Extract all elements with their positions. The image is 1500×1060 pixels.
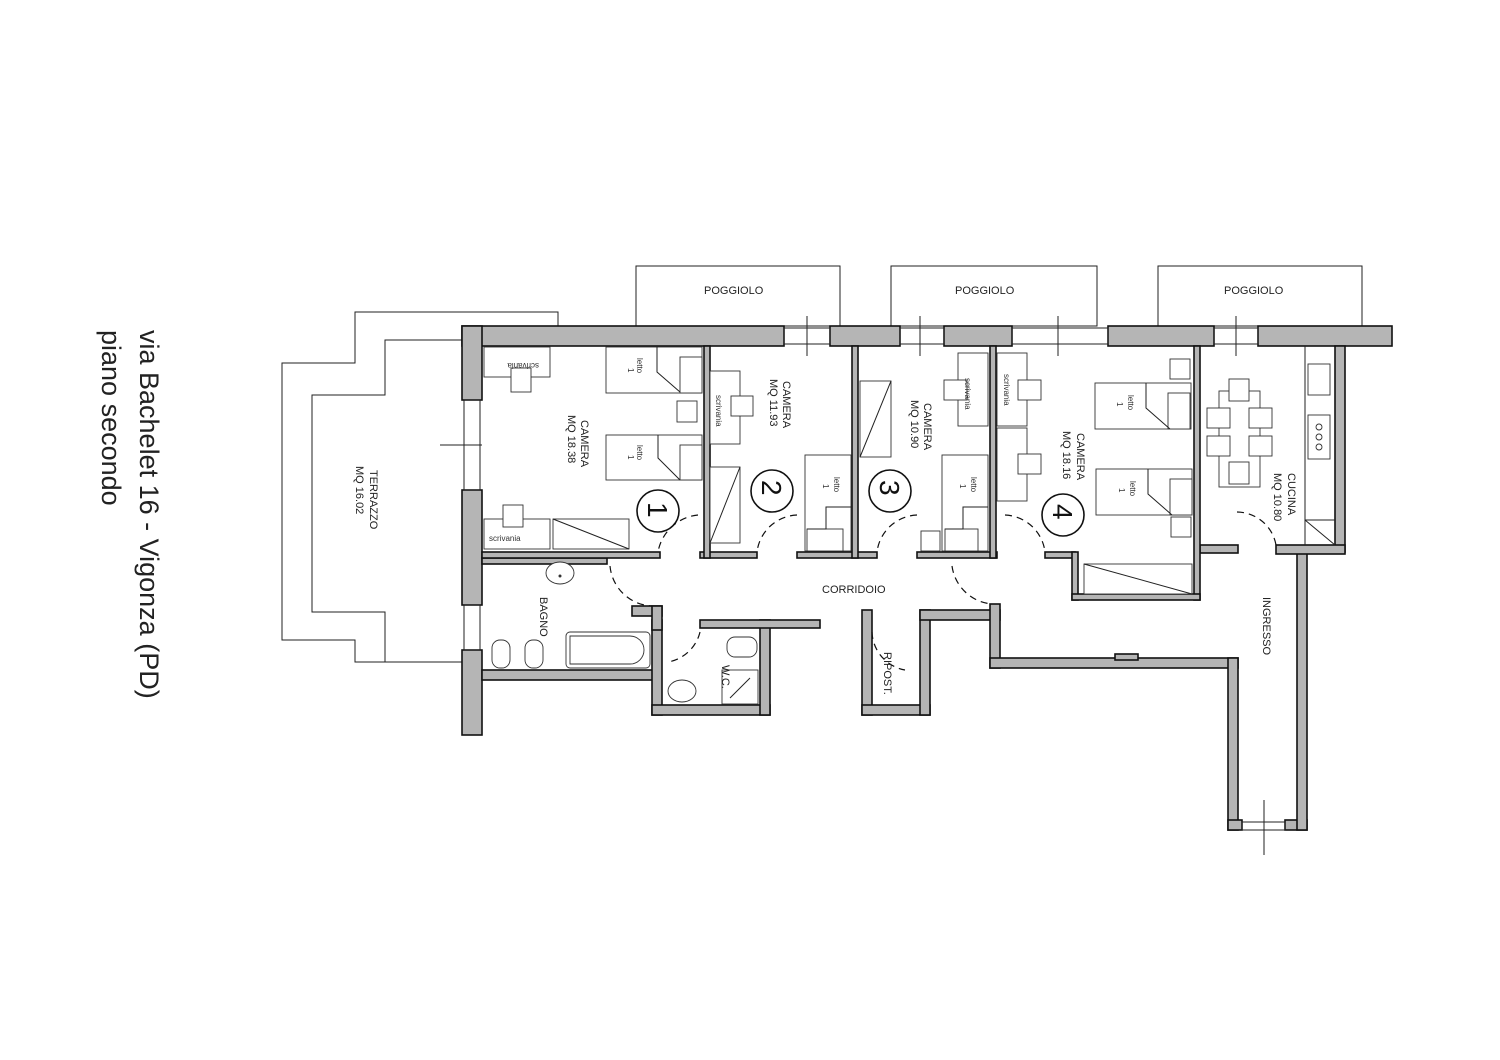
plan-subtitle: piano secondo	[96, 330, 126, 506]
room-name: BAGNO	[537, 597, 549, 637]
room-camera-3: scrivania letto 1 CAMERA MQ 10.90 3	[859, 352, 989, 552]
room-number: 4	[1047, 504, 1078, 520]
bed-label: letto	[1126, 395, 1135, 411]
bed-count: 1	[958, 484, 967, 489]
room-name: CAMERA	[578, 420, 590, 468]
balcony-label: POGGIOLO	[704, 285, 764, 297]
desk-label: scrivania	[1002, 374, 1011, 406]
room-camera-2: scrivania letto 1 CAMERA MQ 11.93 2	[709, 370, 852, 552]
room-area: MQ 10.80	[1271, 473, 1283, 521]
ripost-label: RIPOST.	[881, 652, 893, 695]
bed-count: 1	[1117, 488, 1126, 493]
room-name: CAMERA	[921, 403, 933, 451]
room-wc: W.C.	[667, 636, 759, 705]
bed-count: 1	[1115, 402, 1124, 407]
room-camera-1: scrivania letto 1 letto 1 scrivania CAME…	[483, 346, 703, 550]
plan-title: via Bachelet 16 - Vigonza (PD)	[134, 330, 164, 699]
desk-label: scrivania	[714, 395, 723, 427]
room-cucina: CUCINA MQ 10.80	[1206, 346, 1336, 546]
terrace: TERRAZZO MQ 16.02	[281, 311, 559, 663]
ingresso-label: INGRESSO	[1260, 597, 1272, 656]
bed-count: 1	[626, 368, 635, 373]
bed-count: 1	[626, 455, 635, 460]
room-bagno: BAGNO	[491, 561, 651, 669]
room-area: MQ 18.16	[1060, 431, 1072, 479]
balcony-1: POGGIOLO	[635, 265, 841, 327]
balcony-label: POGGIOLO	[955, 285, 1015, 297]
bed-label: letto	[832, 477, 841, 493]
bed-label: letto	[635, 445, 644, 461]
balcony-2: POGGIOLO	[890, 265, 1098, 327]
room-number: 1	[642, 502, 673, 518]
corridoio-label: CORRIDOIO	[822, 584, 886, 596]
room-area: MQ 10.90	[908, 400, 920, 448]
room-area: MQ 11.93	[767, 379, 779, 427]
room-name: W.C.	[719, 665, 731, 689]
terrazzo-area: MQ 16.02	[353, 466, 365, 514]
room-camera-4: scrivania letto 1 letto 1 CAMERA MQ 18.1…	[996, 352, 1193, 595]
bed-label: letto	[1128, 481, 1137, 497]
desk-label: scrivania	[963, 378, 972, 410]
bed-label: letto	[969, 477, 978, 493]
room-number: 2	[756, 480, 787, 496]
room-name: CAMERA	[780, 381, 792, 429]
windows	[463, 316, 1286, 855]
terrazzo-label: TERRAZZO	[367, 470, 379, 530]
room-name: CAMERA	[1074, 433, 1086, 481]
room-number: 3	[874, 480, 905, 496]
room-area: MQ 18.38	[565, 415, 577, 463]
balcony-label: POGGIOLO	[1224, 285, 1284, 297]
bed-label: letto	[635, 358, 644, 374]
desk-label: scrivania	[507, 361, 539, 370]
balcony-3: POGGIOLO	[1157, 265, 1363, 327]
room-name: CUCINA	[1285, 473, 1297, 516]
desk-label: scrivania	[489, 534, 521, 543]
bed-count: 1	[821, 484, 830, 489]
